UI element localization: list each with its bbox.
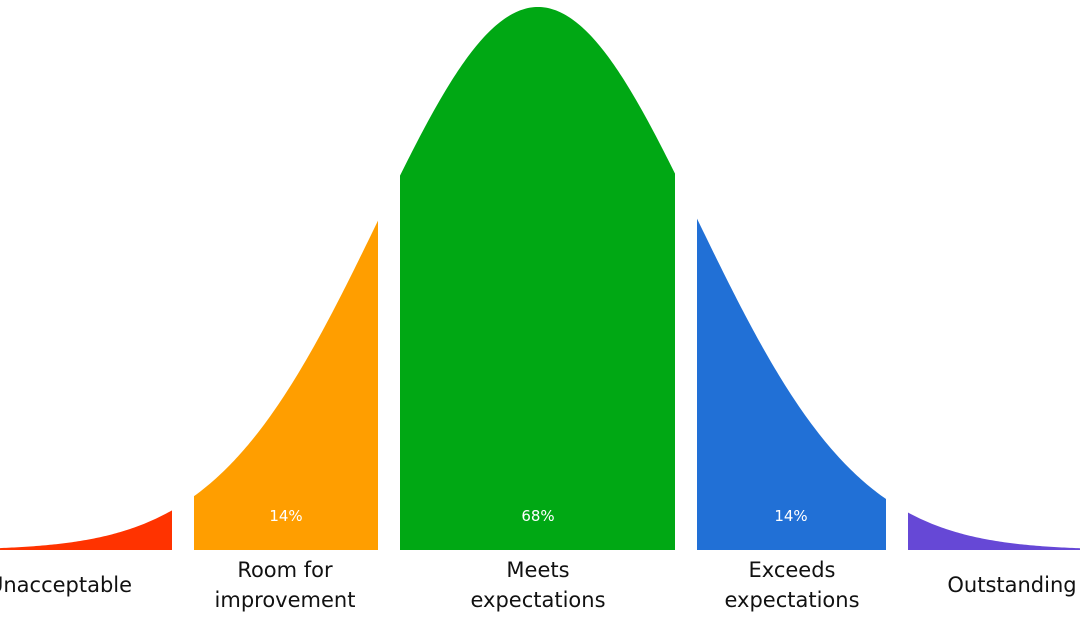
segment-unacceptable (0, 510, 172, 550)
curve-segments (0, 7, 1080, 550)
segment-room-for-improvement (194, 220, 378, 550)
category-label-unacceptable: Unacceptable (0, 573, 132, 597)
segment-exceeds-expectations (697, 218, 886, 550)
percent-label-meets-expectations: 68% (521, 507, 554, 525)
segment-outstanding (908, 512, 1080, 550)
category-label-outstanding: Outstanding (947, 573, 1076, 597)
percent-label-room-for-improvement: 14% (269, 507, 302, 525)
percent-label-exceeds-expectations: 14% (774, 507, 807, 525)
segment-meets-expectations (400, 7, 675, 550)
percent-labels: 2% 14% 68% 14% 2% (125, 507, 953, 525)
percent-label-outstanding: 2% (929, 507, 953, 525)
percent-label-unacceptable: 2% (125, 507, 149, 525)
